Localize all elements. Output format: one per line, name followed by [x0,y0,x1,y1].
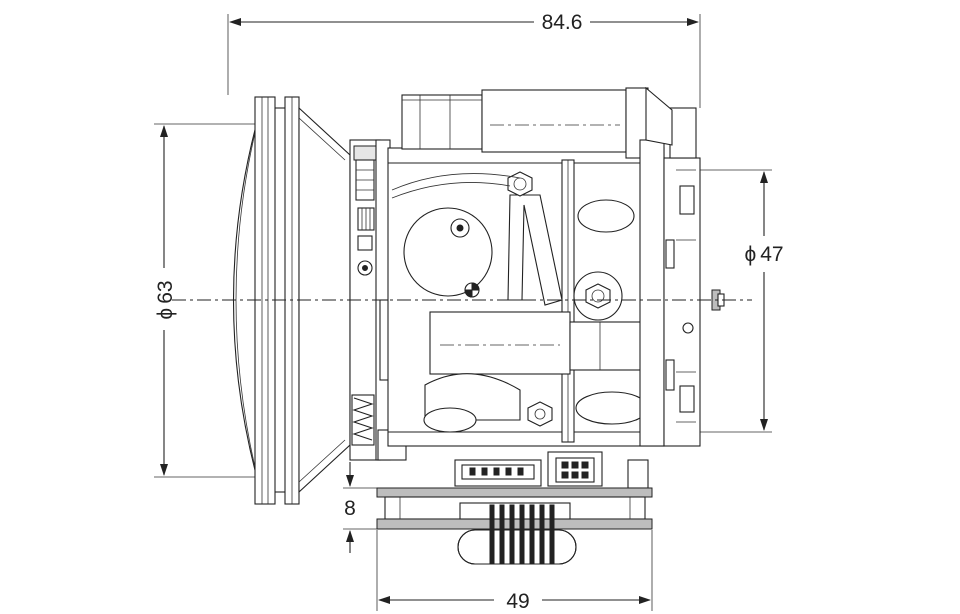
overall-length-label: 84.6 [542,11,583,34]
connector-right [547,451,603,487]
board-height-label: 8 [344,497,356,520]
dimension-overall-length: 84.6 [227,11,701,108]
diameter-symbol-2: ϕ [744,243,756,266]
dimension-lens-diameter: ϕ 63 [154,123,262,478]
dimension-board-height: 8 [343,462,378,553]
top-motor [401,87,649,159]
dimension-board-width: 49 [376,530,653,613]
hex-nut-top [507,171,533,197]
rear-flange [639,86,725,447]
connector-left [454,459,542,487]
body-diameter-label: 47 [760,243,783,266]
front-lens [233,96,351,505]
circuit-board [376,451,653,565]
spring [351,394,375,446]
board-width-label: 49 [506,590,529,613]
svg-text:ϕ47: ϕ47 [744,243,783,266]
left-cam [403,207,493,298]
lens-diameter-label: 63 [154,280,177,303]
svg-text:ϕ63: ϕ 63 [154,280,177,319]
slide-tube [429,311,649,375]
main-body [387,87,665,447]
diameter-symbol: ϕ [154,308,177,320]
